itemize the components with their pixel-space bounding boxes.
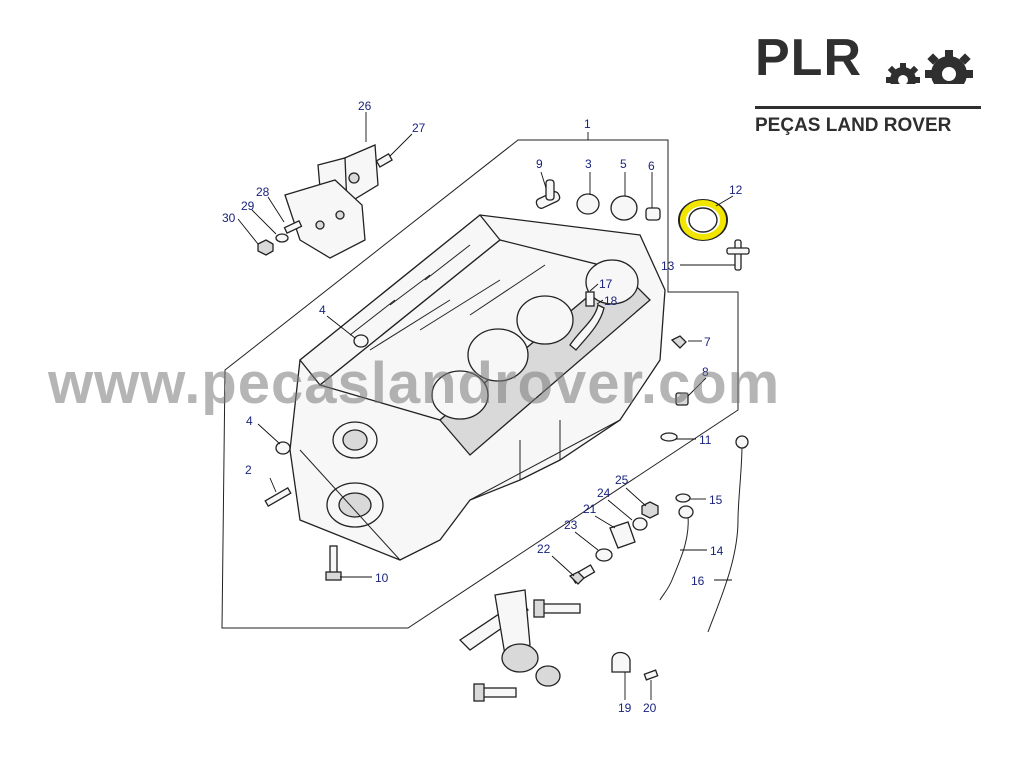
callout-29: 29 [241, 199, 255, 213]
callout-22: 22 [537, 542, 551, 556]
assembly-outline [221, 139, 739, 629]
callout-1: 1 [584, 117, 591, 131]
callout-24: 24 [597, 486, 611, 500]
sleeve-6[interactable] [645, 207, 661, 221]
callout-18: 18 [604, 294, 618, 308]
washer-24[interactable] [632, 517, 648, 531]
engine-mount-assembly[interactable] [458, 589, 561, 687]
plug-7[interactable] [670, 335, 687, 349]
oil-dipstick[interactable] [707, 435, 749, 633]
brand-divider [755, 106, 981, 109]
callout-8: 8 [702, 365, 709, 379]
bolt-22[interactable] [568, 564, 596, 585]
bolt-bottom-b[interactable] [473, 683, 517, 702]
callout-7: 7 [704, 335, 711, 349]
screw-20[interactable] [643, 669, 659, 681]
callout-23: 23 [564, 518, 578, 532]
brand-name: PLR [755, 29, 862, 87]
clip-19[interactable] [611, 651, 631, 673]
plug-8[interactable] [675, 392, 689, 406]
stud-28[interactable] [283, 220, 303, 234]
callout-27: 27 [412, 121, 426, 135]
core-plug-5[interactable] [610, 195, 638, 221]
callout-5: 5 [620, 157, 627, 171]
callout-26: 26 [358, 99, 372, 113]
bolt-bottom-a[interactable] [533, 599, 581, 618]
callout-2: 2 [245, 463, 252, 477]
crankshaft-rear-oil-seal[interactable] [678, 199, 728, 241]
dowel-4-lower[interactable] [275, 441, 291, 455]
callout-6: 6 [648, 159, 655, 173]
callout-4-lower: 4 [246, 414, 253, 428]
callout-21: 21 [583, 502, 597, 516]
washer-23[interactable] [595, 548, 613, 562]
bracket-18[interactable] [569, 304, 605, 351]
bolt-10[interactable] [325, 545, 342, 581]
callout-4-upper: 4 [319, 303, 326, 317]
callout-30: 30 [222, 211, 236, 225]
callout-20: 20 [643, 701, 657, 715]
callout-17: 17 [599, 277, 613, 291]
bracket-bolt-27[interactable] [375, 153, 393, 168]
engine-mount-bracket[interactable] [284, 144, 379, 259]
callout-12: 12 [729, 183, 743, 197]
callouts: 1 2 3 4 4 5 6 7 8 9 10 11 12 13 14 15 16… [222, 99, 743, 715]
leader-lines [237, 112, 735, 700]
brand-tagline: PEÇAS LAND ROVER [755, 115, 952, 136]
callout-14: 14 [710, 544, 724, 558]
fitting-13[interactable] [726, 239, 750, 271]
bracket-21[interactable] [609, 521, 636, 549]
nut-30[interactable] [257, 239, 274, 256]
callout-16: 16 [691, 574, 705, 588]
callout-9: 9 [536, 157, 543, 171]
callout-10: 10 [375, 571, 389, 585]
callout-15: 15 [709, 493, 723, 507]
callout-11: 11 [699, 433, 712, 447]
callout-25: 25 [615, 473, 629, 487]
callout-28: 28 [256, 185, 270, 199]
engine-block[interactable] [289, 214, 666, 561]
core-plug-3[interactable] [576, 193, 600, 215]
washer-29[interactable] [275, 233, 289, 243]
gears-icon [873, 50, 983, 98]
callout-19: 19 [618, 701, 632, 715]
o-ring-15[interactable] [675, 493, 691, 503]
dowel-tube-9[interactable] [535, 179, 561, 210]
stud-2[interactable] [264, 487, 292, 507]
callout-13: 13 [661, 259, 675, 273]
o-ring-11[interactable] [660, 432, 678, 442]
oil-dipstick-tube[interactable] [659, 505, 694, 601]
bolt-17[interactable] [585, 291, 595, 307]
dowel-4-upper[interactable] [353, 334, 369, 348]
brand-logo: PLR PEÇAS LAND ROVER [755, 29, 985, 136]
callout-3: 3 [585, 157, 592, 171]
watermark-url: www.pecaslandrover.com [48, 351, 781, 416]
